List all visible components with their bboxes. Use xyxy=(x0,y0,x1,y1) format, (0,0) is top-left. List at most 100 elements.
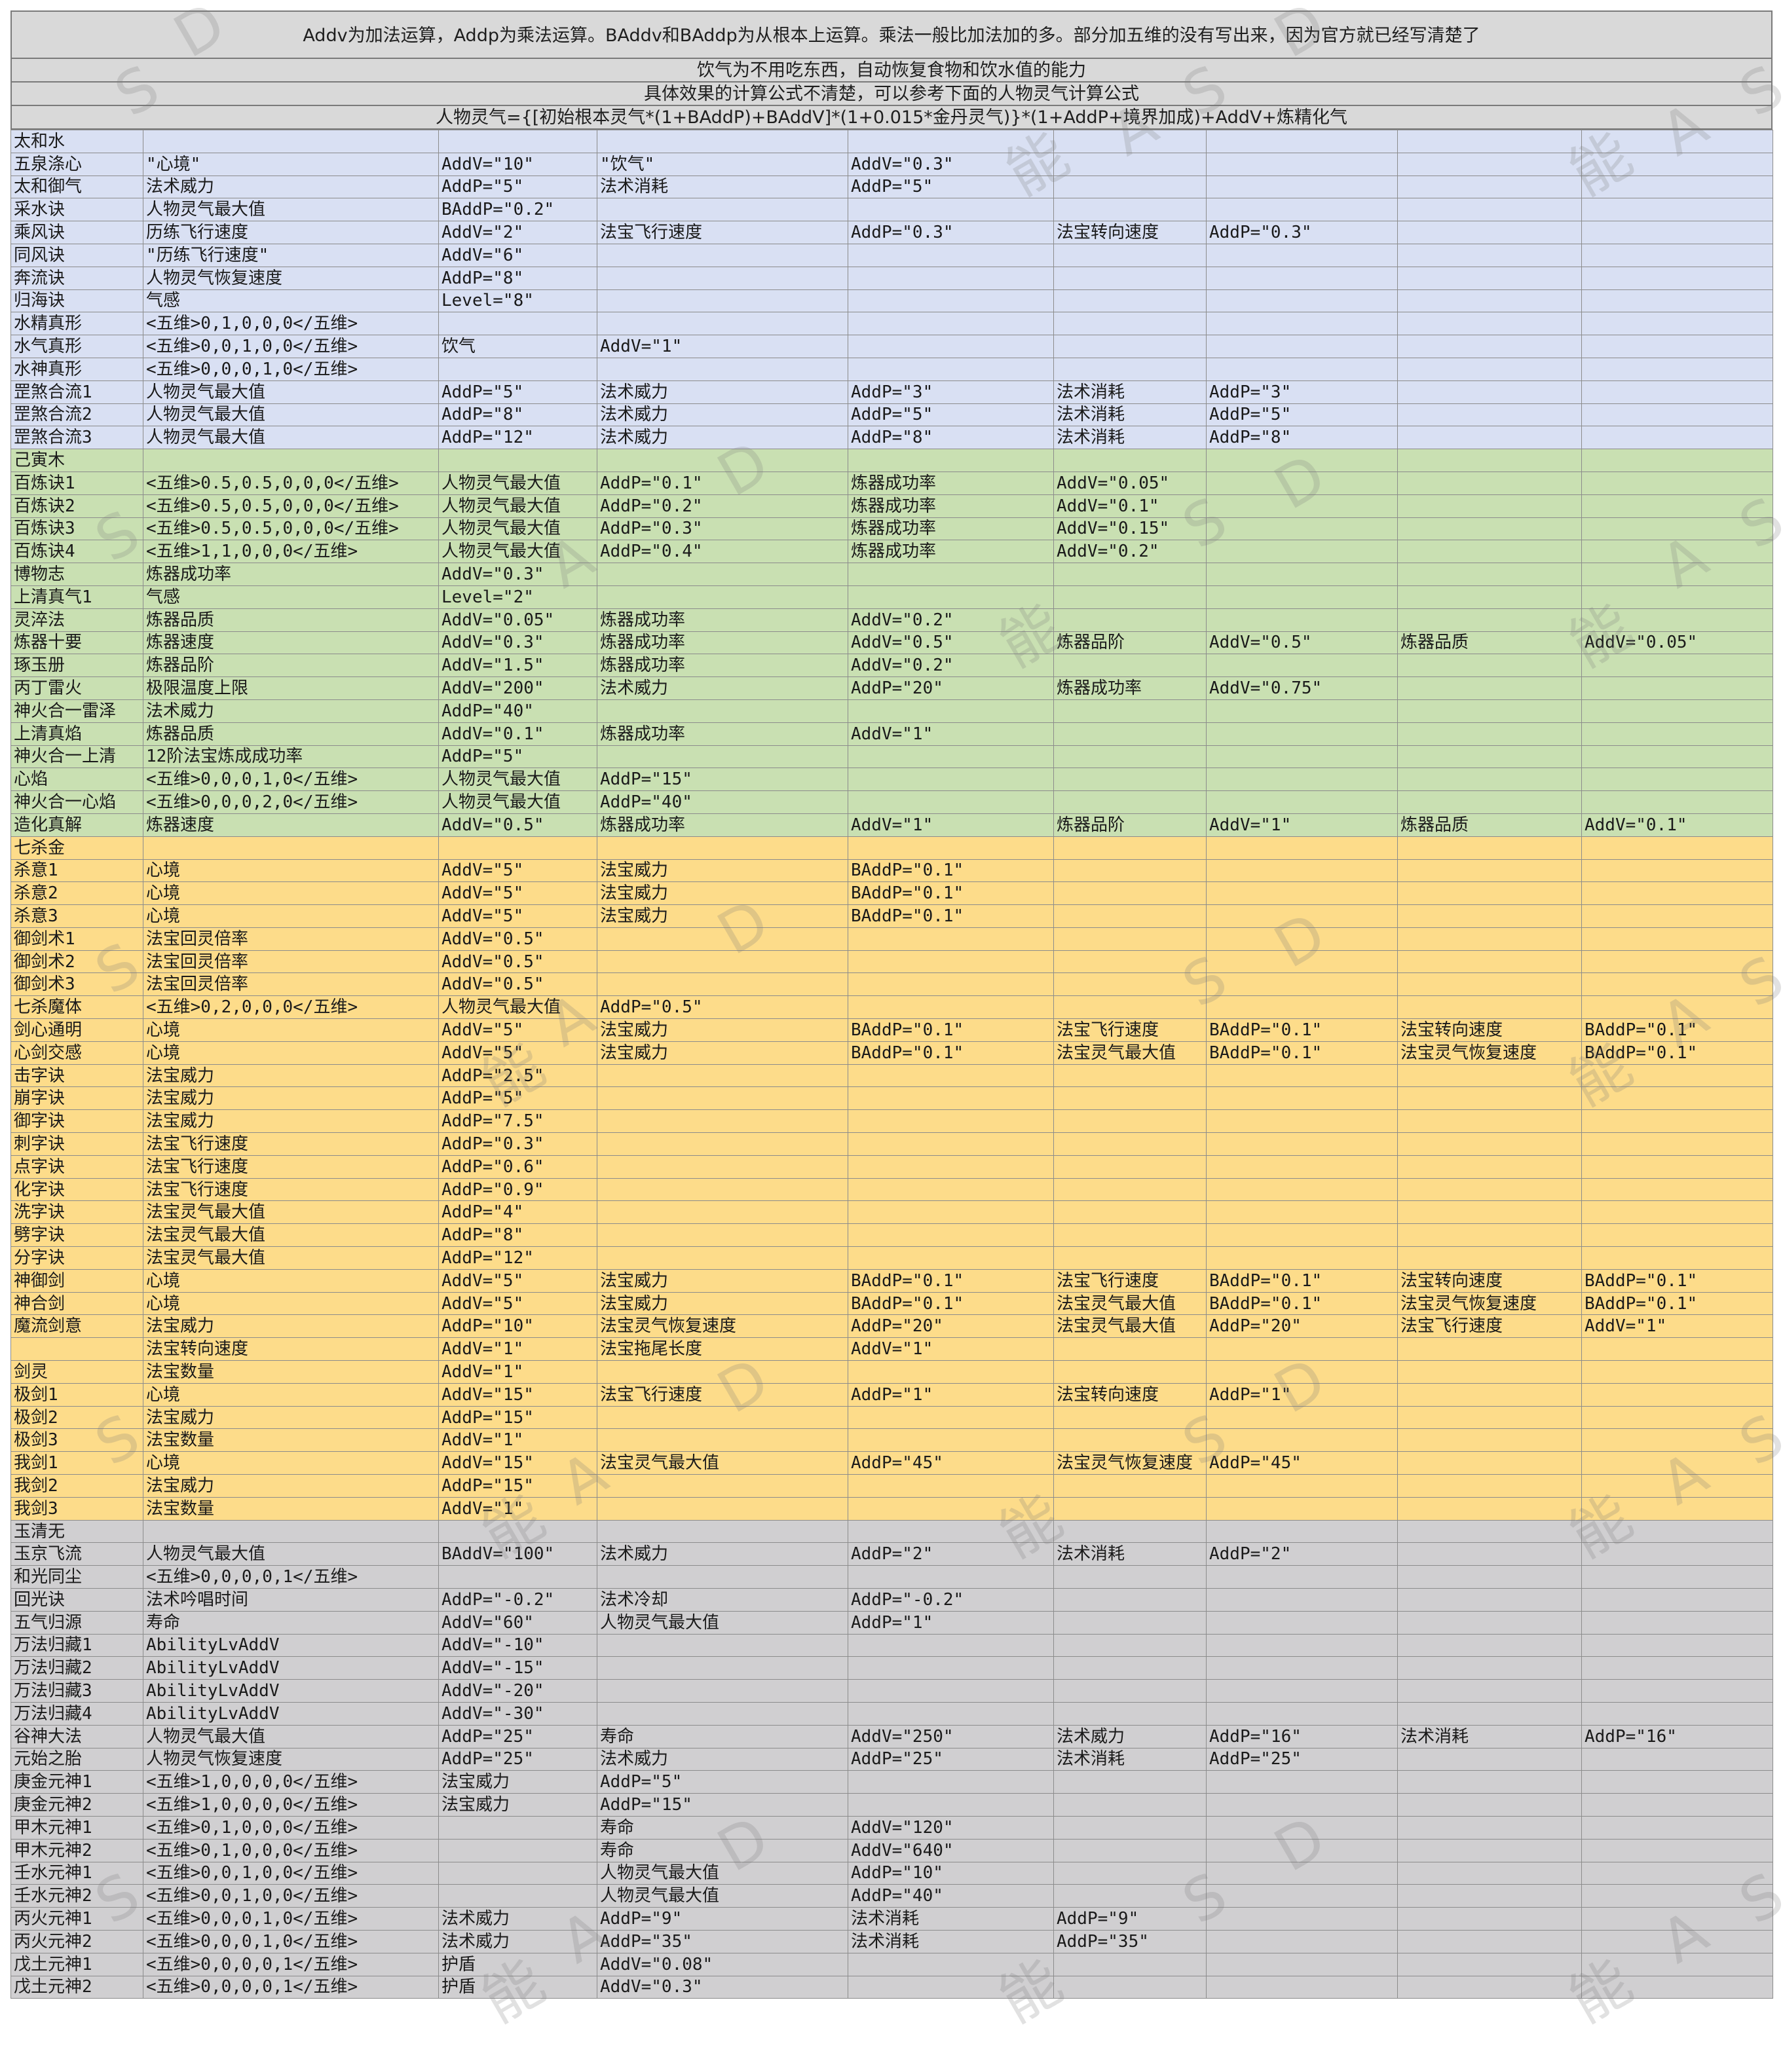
table-cell xyxy=(1581,266,1773,290)
table-cell xyxy=(438,1815,597,1840)
table-cell xyxy=(848,1474,1054,1498)
table-cell: 人物灵气最大值 xyxy=(438,790,597,814)
table-cell: 法宝威力 xyxy=(597,1268,848,1293)
skill-name-cell: 戊土元神1 xyxy=(10,1952,143,1976)
table-cell xyxy=(848,1701,1054,1726)
table-cell xyxy=(1581,243,1773,267)
table-cell: 炼器品阶 xyxy=(1053,813,1207,837)
table-cell xyxy=(1053,1656,1207,1680)
table-cell: AddP="9" xyxy=(597,1907,848,1931)
table-cell: AddV="0.5" xyxy=(1206,631,1398,655)
table-cell: 法宝威力 xyxy=(597,859,848,883)
table-cell xyxy=(1397,608,1582,632)
table-cell: AddV="0.3" xyxy=(848,152,1054,176)
table-cell xyxy=(1397,927,1582,951)
table-cell: <五维>0,0,0,1,0</五维> xyxy=(143,357,439,381)
table-cell xyxy=(1053,1884,1207,1908)
table-cell xyxy=(1581,1177,1773,1202)
table-cell xyxy=(1581,1086,1773,1111)
table-cell xyxy=(1581,198,1773,222)
table-cell xyxy=(1397,972,1582,997)
table-cell xyxy=(1581,1405,1773,1430)
skill-name-cell: 丙火元神2 xyxy=(10,1929,143,1953)
table-cell xyxy=(1206,517,1398,541)
table-cell xyxy=(597,927,848,951)
table-cell xyxy=(1206,608,1398,632)
table-cell: AddV="-30" xyxy=(438,1701,597,1726)
table-cell: BAddP="0.1" xyxy=(1581,1291,1773,1316)
table-cell xyxy=(597,1496,848,1521)
table-cell xyxy=(1581,426,1773,450)
table-cell: 炼器速度 xyxy=(143,813,439,837)
group-title: 己寅木 xyxy=(10,449,143,472)
header-note-yinqi: 饮气为不用吃东西，自动恢复食物和饮水值的能力 xyxy=(10,59,1773,83)
table-cell xyxy=(438,357,597,381)
table-cell: 护盾 xyxy=(438,1975,597,1999)
table-cell xyxy=(1206,175,1398,199)
table-cell: BAddP="0.1" xyxy=(848,881,1054,906)
table-cell xyxy=(1206,1223,1398,1248)
table-cell: AddV="5" xyxy=(438,859,597,883)
table-cell xyxy=(1581,312,1773,336)
table-cell xyxy=(1581,1519,1773,1544)
table-cell xyxy=(1397,699,1582,723)
skill-name-cell xyxy=(10,1337,143,1361)
table-cell xyxy=(1397,950,1582,974)
table-cell: 法宝转向速度 xyxy=(1397,1018,1582,1042)
skill-name-cell: 罡煞合流3 xyxy=(10,426,143,450)
table-cell: 法宝灵气最大值 xyxy=(597,1451,848,1475)
table-cell xyxy=(1397,836,1582,860)
table-cell: 人物灵气最大值 xyxy=(597,1884,848,1908)
table-cell: 饮气 xyxy=(438,335,597,358)
table-cell: 炼器成功率 xyxy=(848,494,1054,518)
table-cell xyxy=(1397,540,1582,564)
skill-name-cell: 庚金元神1 xyxy=(10,1770,143,1794)
table-row: 和光同尘<五维>0,0,0,0,1</五维> xyxy=(10,1565,1773,1589)
table-cell xyxy=(1581,1656,1773,1680)
table-cell: 人物灵气最大值 xyxy=(143,1542,439,1566)
table-cell xyxy=(1397,1200,1582,1225)
skill-name-cell: 奔流诀 xyxy=(10,266,143,290)
table-cell xyxy=(1206,1929,1398,1953)
table-cell: 法宝回灵倍率 xyxy=(143,950,439,974)
table-cell: BAddP="0.1" xyxy=(1206,1268,1398,1293)
table-cell xyxy=(1581,1610,1773,1635)
skill-name-cell: 归海诀 xyxy=(10,289,143,313)
table-cell: 法术消耗 xyxy=(1053,1542,1207,1566)
table-cell xyxy=(848,1086,1054,1111)
table-cell xyxy=(1397,1884,1582,1908)
table-cell xyxy=(1581,152,1773,176)
table-cell xyxy=(1206,995,1398,1020)
table-cell xyxy=(1397,585,1582,609)
table-cell: <五维>0,0,1,0,0</五维> xyxy=(143,335,439,358)
table-cell: AddP="1" xyxy=(848,1610,1054,1635)
table-cell: AddV="250" xyxy=(848,1724,1054,1748)
table-cell xyxy=(1581,1975,1773,1999)
table-cell: AddV="0.1" xyxy=(1581,813,1773,837)
table-cell: 法宝飞行速度 xyxy=(1053,1018,1207,1042)
table-cell xyxy=(1397,312,1582,336)
table-cell xyxy=(1053,904,1207,928)
table-cell: AddV="-10" xyxy=(438,1633,597,1657)
table-cell: 法术威力 xyxy=(597,380,848,404)
skill-name-cell: 甲木元神2 xyxy=(10,1838,143,1862)
table-cell: <五维>0,0,0,2,0</五维> xyxy=(143,790,439,814)
table-cell xyxy=(1397,130,1582,153)
table-cell: 法宝威力 xyxy=(143,1086,439,1111)
table-cell xyxy=(1581,904,1773,928)
table-cell xyxy=(1581,585,1773,609)
table-cell: AddP="5" xyxy=(848,175,1054,199)
table-cell: 法宝威力 xyxy=(597,1018,848,1042)
table-cell: 人物灵气最大值 xyxy=(143,403,439,427)
table-cell xyxy=(1581,517,1773,541)
